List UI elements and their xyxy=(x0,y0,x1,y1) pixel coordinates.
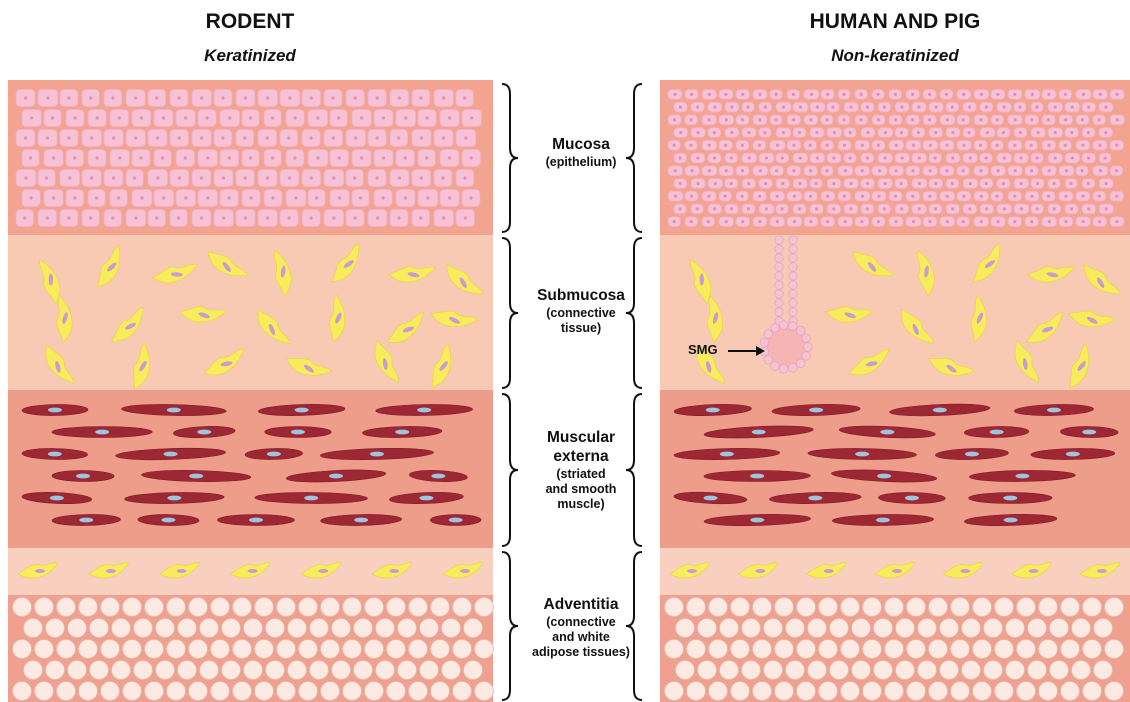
smg-label: SMG xyxy=(688,342,718,357)
mucosa-label: Mucosa (epithelium) xyxy=(500,136,662,170)
adventitia-title: Adventitia xyxy=(500,596,662,615)
muscular-detail-3: muscle) xyxy=(500,497,662,512)
epithelial-cells xyxy=(668,90,1124,227)
adventitia-detail-2: and white xyxy=(500,630,662,645)
adventitia-detail-3: adipose tissues) xyxy=(500,645,662,660)
adipocytes xyxy=(665,598,1124,701)
adventitia-label: Adventitia (connective and white adipose… xyxy=(500,596,662,661)
submucosa-detail-1: (connective xyxy=(500,306,662,321)
submucosa-layer xyxy=(8,235,493,390)
muscular-externa-label: Muscular externa (striated and smooth mu… xyxy=(500,429,662,513)
human-pig-subtitle: Non-keratinized xyxy=(655,46,1130,66)
submucosa-layer xyxy=(660,235,1130,390)
muscular-detail-2: and smooth xyxy=(500,482,662,497)
rodent-subtitle: Keratinized xyxy=(10,46,490,66)
submucosa-label: Submucosa (connective tissue) xyxy=(500,287,662,336)
rodent-title: RODENT xyxy=(10,10,490,34)
mucosa-detail: (epithelium) xyxy=(500,155,662,170)
human-pig-tissue xyxy=(660,80,1130,702)
muscular-title: Muscular xyxy=(500,429,662,448)
submucosa-title: Submucosa xyxy=(500,287,662,306)
externa-title: externa xyxy=(500,448,662,467)
submucosa-detail-2: tissue) xyxy=(500,321,662,336)
adventitia-detail-1: (connective xyxy=(500,615,662,630)
human-pig-title: HUMAN AND PIG xyxy=(655,10,1130,34)
muscular-detail-1: (striated xyxy=(500,467,662,482)
mucosa-title: Mucosa xyxy=(500,136,662,155)
rodent-tissue xyxy=(8,80,494,702)
